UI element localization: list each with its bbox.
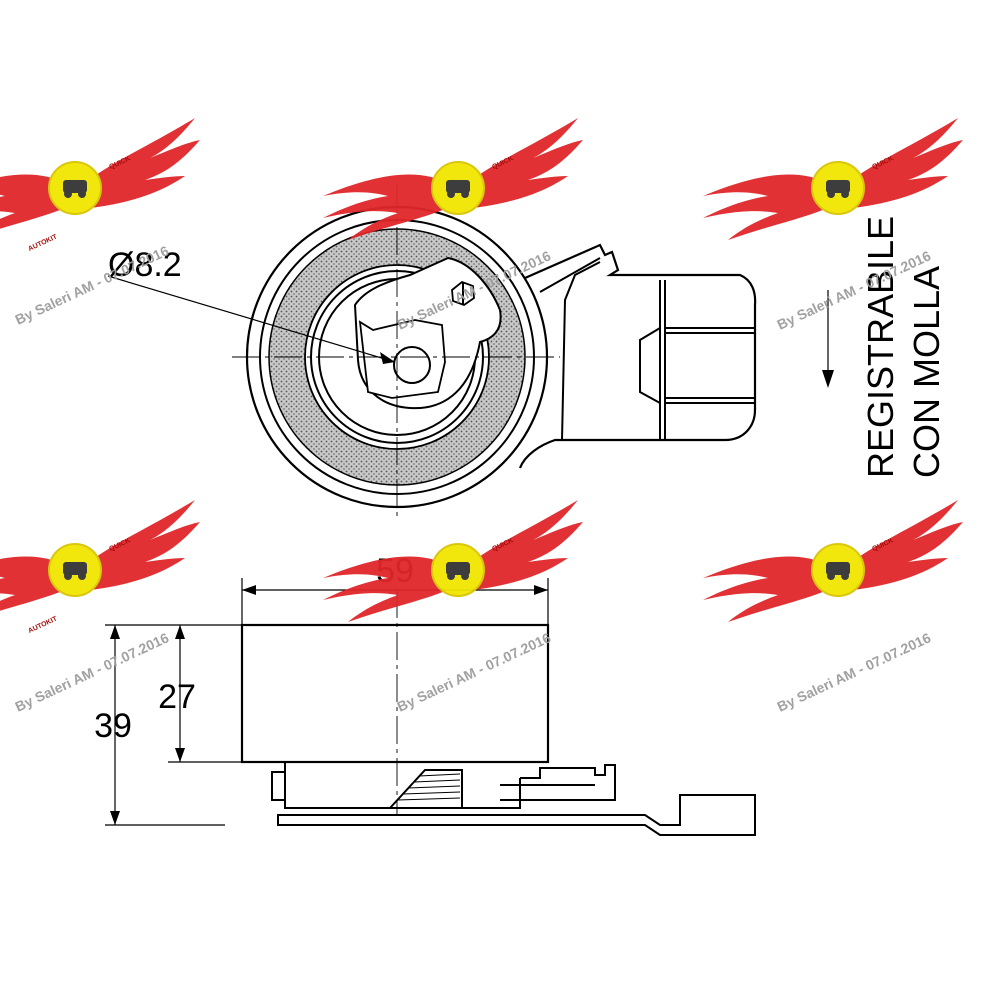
center-bore (393, 346, 431, 384)
watermark-text: By Saleri AM - 07.07.2016 (13, 629, 172, 714)
watermark-text: By Saleri AM - 07.07.2016 (13, 242, 172, 327)
watermark-logo: QUICK (702, 117, 964, 241)
inner-height-label: 27 (158, 678, 196, 716)
note-line1: REGISTRABILE (860, 216, 901, 478)
tensioner-housing (518, 243, 757, 469)
svg-text:AUTOKIT: AUTOKIT (27, 233, 59, 253)
diameter-label: Ø8.2 (108, 246, 182, 284)
watermark-text: By Saleri AM - 07.07.2016 (775, 629, 934, 714)
side-view (240, 590, 756, 836)
watermark-logo: AUTOKIT QUICK (0, 117, 201, 253)
watermark-logo: QUICK (322, 117, 584, 241)
watermark-logo: QUICK (322, 499, 584, 623)
watermark-logo: QUICK (702, 499, 964, 623)
note-line2: CON MOLLA (906, 266, 947, 478)
top-view (107, 185, 757, 520)
base-plate (277, 794, 756, 836)
pulley-side-body (240, 623, 550, 764)
watermark-logo: AUTOKIT QUICK (0, 499, 201, 635)
outer-height-label: 39 (94, 707, 132, 745)
diameter-leader (107, 275, 396, 363)
svg-text:AUTOKIT: AUTOKIT (27, 615, 59, 635)
watermark-text: By Saleri AM - 07.07.2016 (395, 629, 554, 714)
